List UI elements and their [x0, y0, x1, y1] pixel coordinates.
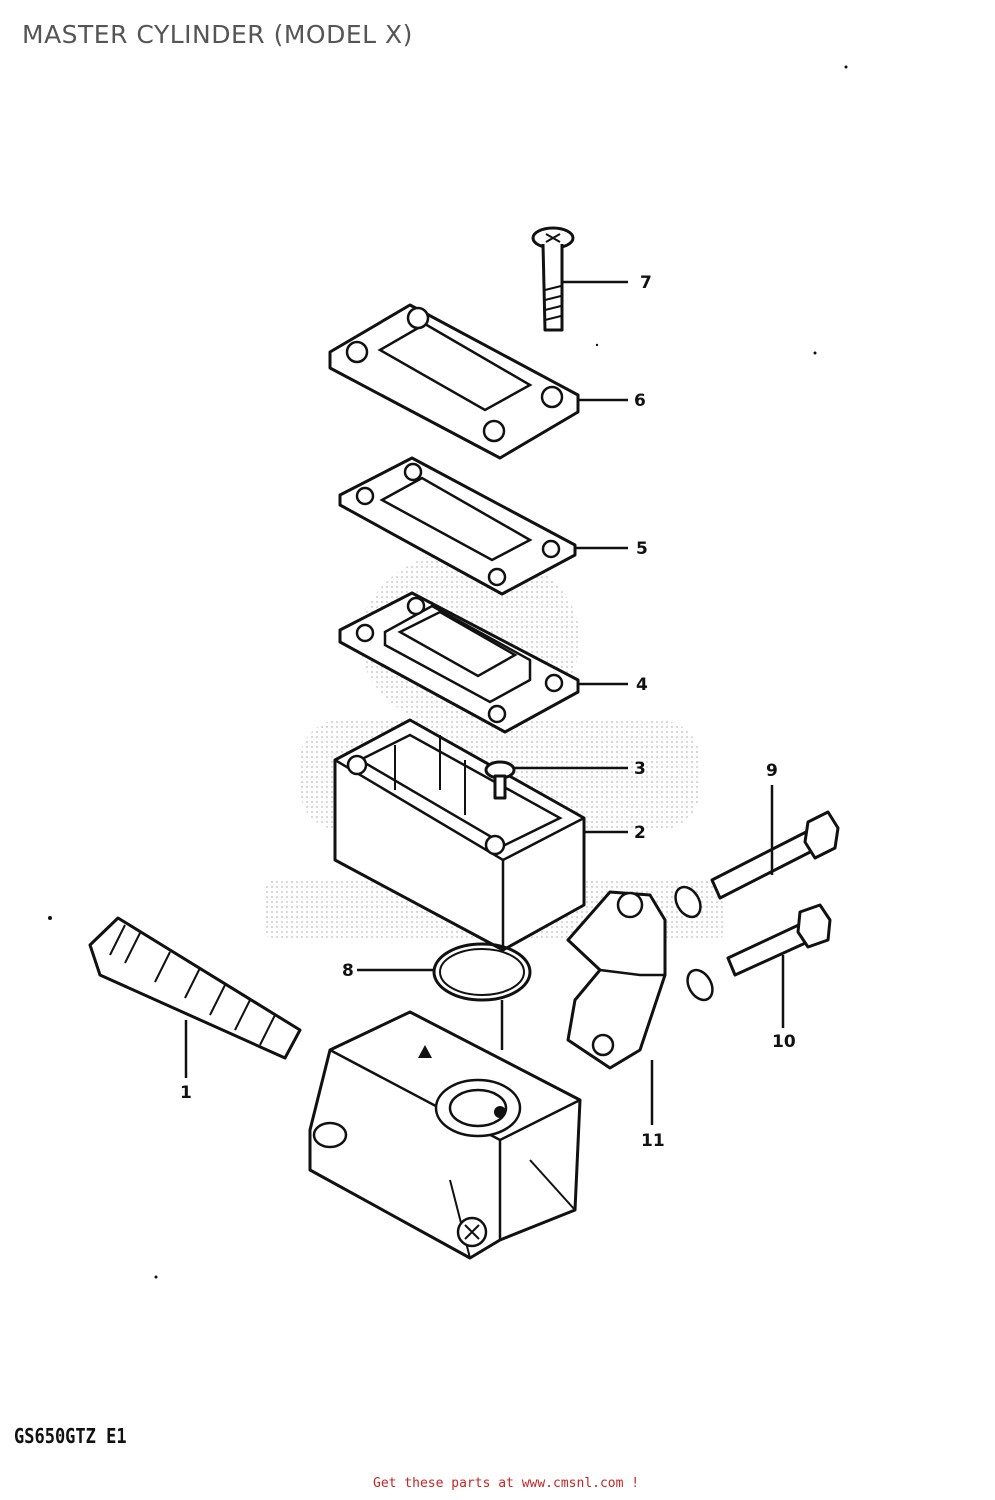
callout-5: 5: [636, 539, 648, 559]
part-5-plate[interactable]: [338, 456, 577, 596]
callout-6: 6: [634, 391, 646, 411]
callout-7: 7: [640, 273, 652, 293]
part-1-banjo-fitting[interactable]: [88, 916, 302, 1060]
callout-8: 8: [342, 961, 354, 981]
callout-leaders: [184, 280, 785, 1125]
callout-2: 2: [634, 823, 646, 843]
part-6-reservoir-cap[interactable]: [328, 303, 580, 460]
footer-link[interactable]: Get these parts at www.cmsnl.com !: [373, 1476, 640, 1491]
part-3-small-screw[interactable]: [484, 760, 516, 800]
callout-9: 9: [766, 761, 778, 781]
callout-1: 1: [180, 1083, 192, 1103]
callout-10: 10: [772, 1032, 796, 1052]
page-title: MASTER CYLINDER (MODEL X): [22, 20, 413, 49]
callout-4: 4: [636, 675, 648, 695]
part-8-o-ring[interactable]: [432, 942, 532, 1002]
callout-11: 11: [641, 1131, 665, 1151]
callout-3: 3: [634, 759, 646, 779]
part-2-reservoir[interactable]: [333, 718, 586, 952]
part-4-diaphragm[interactable]: [338, 591, 580, 734]
part-7-screw[interactable]: [531, 226, 575, 332]
master-cylinder-body[interactable]: [308, 1010, 582, 1260]
part-10-bolt[interactable]: [682, 903, 832, 1004]
model-code: GS650GTZ E1: [14, 1424, 127, 1448]
part-9-bolt[interactable]: [670, 810, 840, 921]
part-11-clamp[interactable]: [566, 890, 667, 1070]
